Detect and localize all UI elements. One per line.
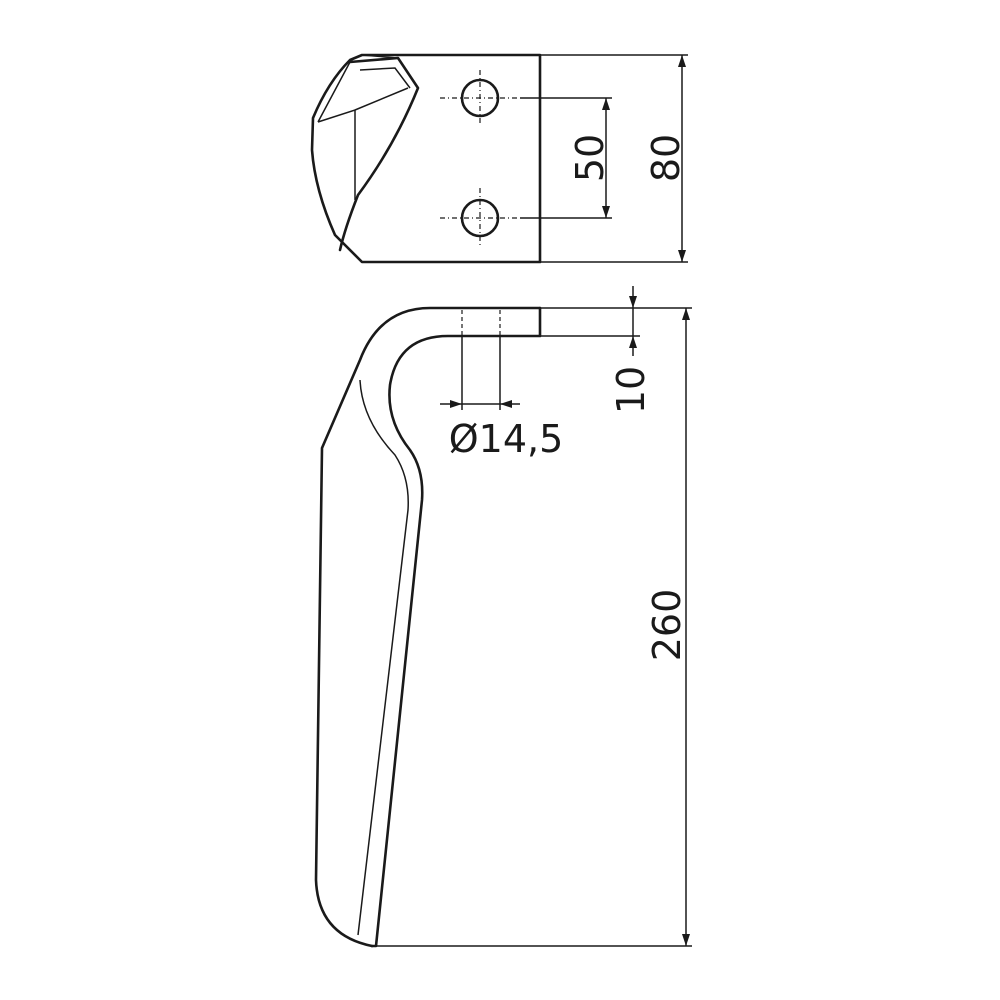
top-view-outline bbox=[310, 53, 542, 264]
dimension-blade-length: 260 bbox=[376, 307, 692, 947]
dim-hole-diameter-label: Ø14,5 bbox=[449, 417, 564, 461]
side-view-hole-hidden-lines bbox=[461, 310, 501, 336]
side-view-outer-outline bbox=[314, 306, 542, 948]
top-view-blade-bevel bbox=[338, 56, 420, 252]
dim-hole-spacing-label: 50 bbox=[568, 134, 612, 182]
top-view bbox=[310, 53, 542, 264]
side-view-blade-line bbox=[357, 379, 409, 936]
dimension-hole-spacing: 50 bbox=[520, 97, 612, 219]
dimension-plate-height: 80 bbox=[540, 54, 688, 263]
dimension-hole-diameter: Ø14,5 bbox=[440, 336, 563, 461]
top-view-blade-edge bbox=[317, 61, 411, 200]
top-view-tip-line bbox=[361, 54, 399, 59]
dim-plate-height-label: 80 bbox=[644, 134, 688, 182]
side-view-inner-outline bbox=[370, 306, 542, 948]
dimension-thickness: 10 bbox=[540, 286, 653, 414]
mounting-hole-upper bbox=[460, 78, 500, 118]
side-view bbox=[314, 306, 542, 948]
dim-thickness-label: 10 bbox=[609, 366, 653, 414]
dim-blade-length-label: 260 bbox=[645, 589, 689, 662]
